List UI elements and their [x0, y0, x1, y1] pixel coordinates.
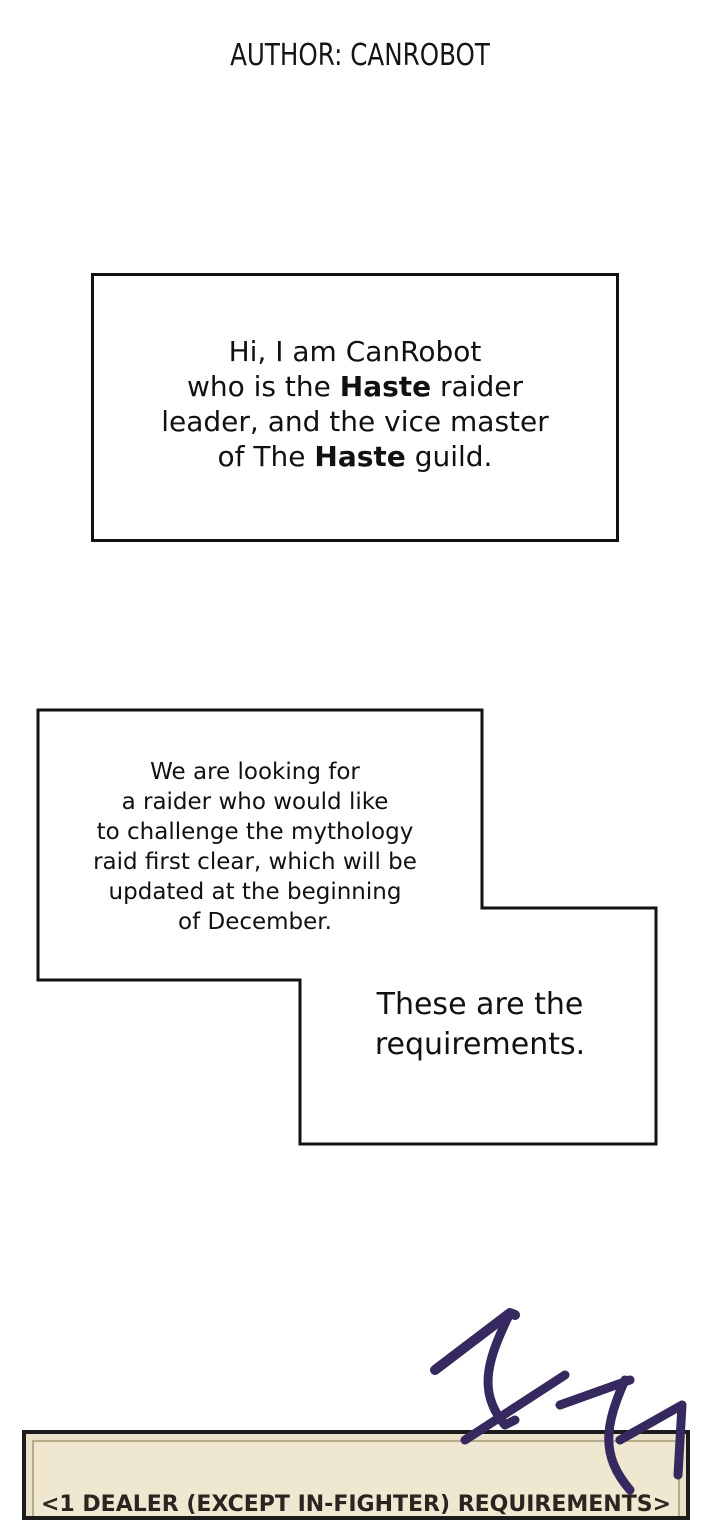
recruitment-line-6: of December.	[178, 909, 332, 935]
sound-effect-scribble-icon	[430, 1308, 687, 1495]
recruitment-text: We are looking for a raider who would li…	[60, 757, 450, 937]
recruitment-line-2: a raider who would like	[121, 789, 389, 815]
haste-emphasis: Haste	[339, 370, 432, 403]
requirements-line-2: requirements.	[374, 1027, 586, 1062]
intro-line-2: who is the Haste raider	[186, 370, 524, 403]
recruitment-line-4: raid first clear, which will be	[93, 849, 417, 875]
recruitment-line-5: updated at the beginning	[108, 879, 402, 905]
haste-emphasis: Haste	[314, 440, 406, 473]
recruitment-line-3: to challenge the mythology	[96, 819, 414, 845]
requirements-intro-text: These are the requirements.	[330, 985, 630, 1065]
intro-line-4: of The Haste guild.	[217, 440, 493, 473]
author-credit: AUTHOR: CANROBOT	[230, 38, 490, 73]
speech-box-intro: Hi, I am CanRobot who is the Haste raide…	[91, 273, 619, 542]
recruitment-line-1: We are looking for	[150, 759, 360, 785]
requirements-line-1: These are the	[376, 987, 584, 1022]
intro-line-3: leader, and the vice master	[161, 405, 549, 438]
intro-text: Hi, I am CanRobot who is the Haste raide…	[94, 334, 616, 474]
intro-line-1: Hi, I am CanRobot	[228, 335, 482, 368]
